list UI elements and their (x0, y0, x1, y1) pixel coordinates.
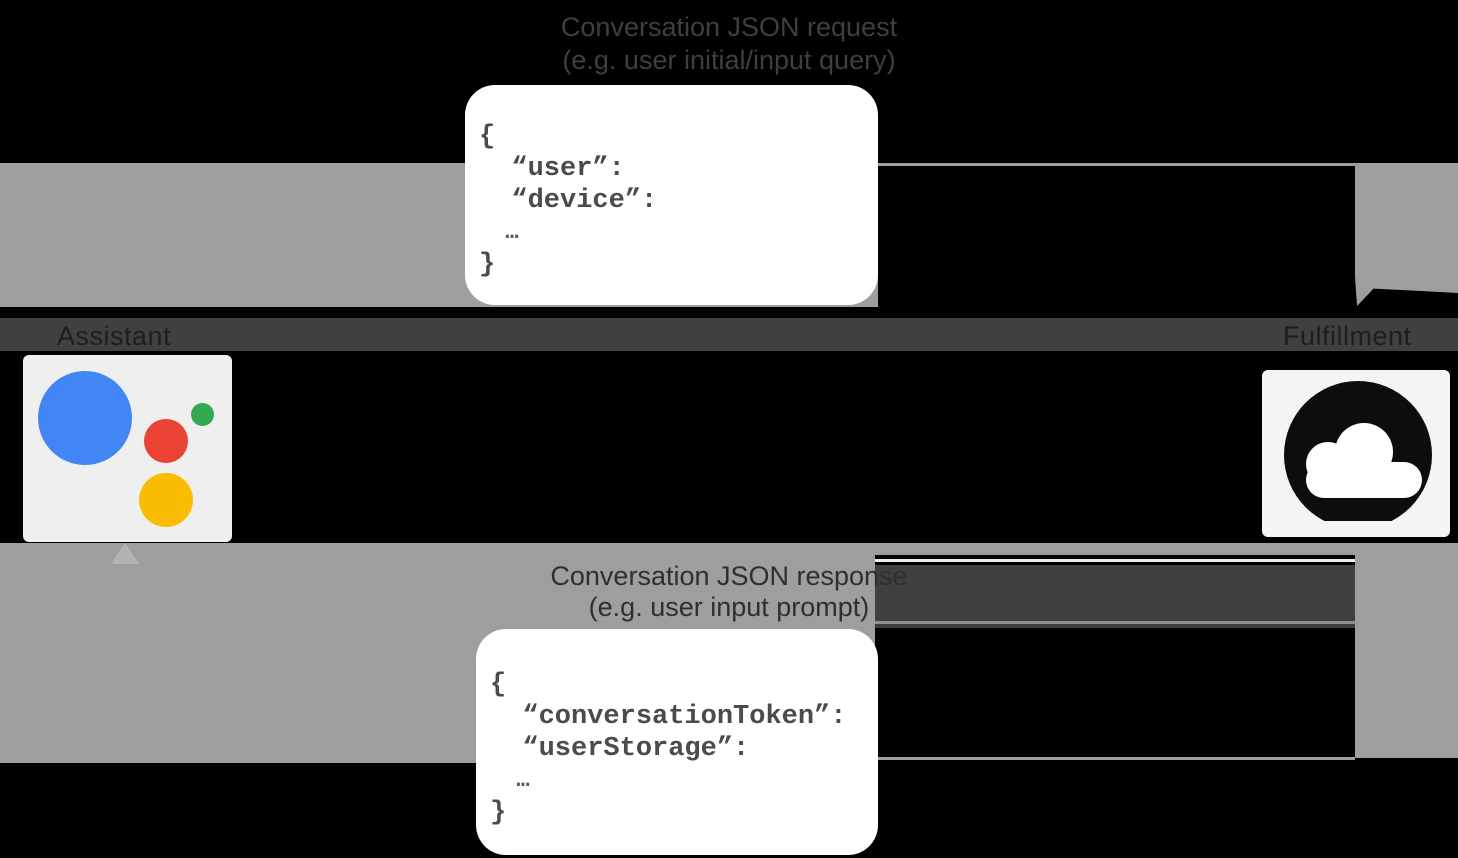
fulfillment-tile (1262, 370, 1450, 537)
response-arrowhead-icon (111, 543, 139, 564)
request-arrow-top-edge (878, 163, 1458, 166)
response-json-box: { “conversationToken”: “userStorage”: … … (476, 629, 878, 855)
request-code-line: … (479, 220, 519, 245)
response-caption-line1: Conversation JSON response (550, 561, 908, 591)
response-code-line: … (490, 768, 530, 793)
request-arrowhead-icon (1355, 277, 1458, 306)
response-caption-line2: (e.g. user input prompt) (588, 592, 870, 622)
assistant-green-dot (191, 403, 214, 426)
assistant-red-dot (144, 419, 188, 463)
assistant-label: Assistant (57, 321, 172, 351)
request-code-line: “user”: (479, 154, 625, 184)
assistant-yellow-dot (139, 473, 193, 527)
request-code-line: “device”: (479, 186, 658, 216)
entity-label-band: Assistant Fulfillment (0, 318, 1458, 351)
request-json-box: { “user”: “device”: … } (465, 85, 878, 305)
response-arrow-top-edge (875, 543, 1458, 555)
response-code-line: } (490, 798, 507, 828)
response-code-line: “userStorage”: (490, 734, 750, 764)
response-strip-line (875, 621, 1355, 624)
assistant-blue-dot (38, 371, 132, 465)
cloud-icon (1284, 381, 1432, 521)
response-arrow-highlight (875, 559, 1355, 562)
assistant-tile (23, 355, 232, 542)
response-arrow-bottom-edge (878, 757, 1355, 760)
response-code-line: { (490, 670, 507, 700)
request-code-line: } (479, 250, 496, 280)
fulfillment-label: Fulfillment (1283, 321, 1412, 351)
request-code-line: { (479, 122, 496, 152)
request-arrow-downleg (1355, 166, 1458, 278)
response-code-line: “conversationToken”: (490, 702, 847, 732)
response-arrow-downleg (1355, 546, 1458, 758)
request-caption-line1: Conversation JSON request (560, 12, 898, 42)
request-caption-line2: (e.g. user initial/input query) (562, 45, 896, 75)
response-arrow-shadow-strip (875, 565, 1355, 628)
